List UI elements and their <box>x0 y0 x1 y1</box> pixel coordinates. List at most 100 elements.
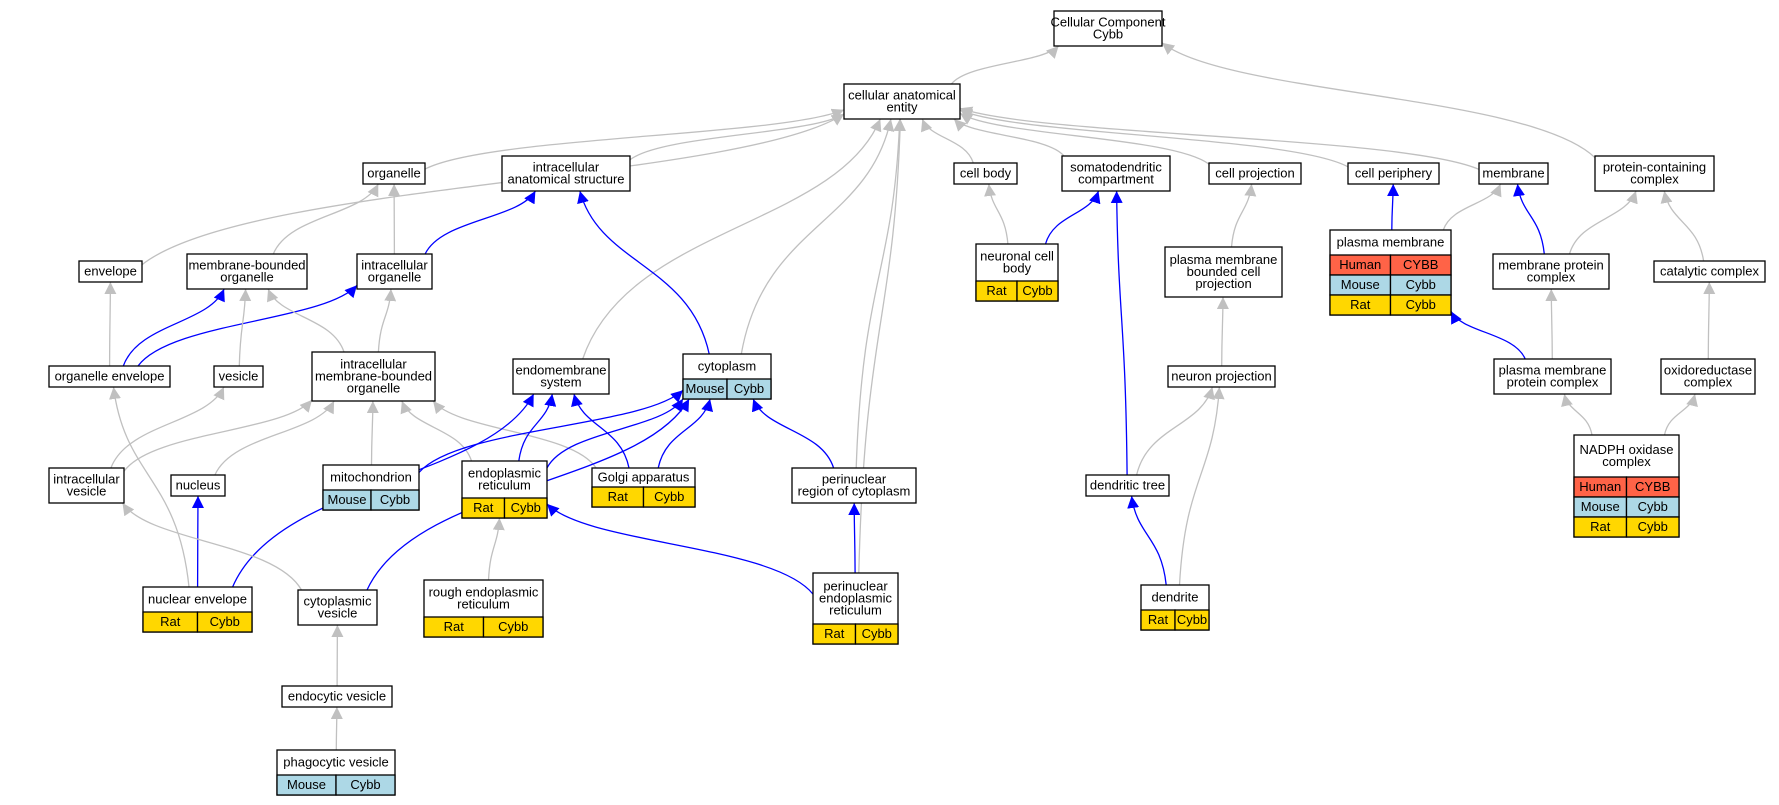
edge-prc-to-cytoplasm <box>751 398 835 469</box>
node-cell_body[interactable]: cell body <box>953 162 1018 185</box>
edge-pv-to-ev <box>330 706 343 751</box>
node-nucleus[interactable]: nucleus <box>170 474 226 497</box>
node-label: endomembrane <box>515 363 606 378</box>
gene-cell <box>482 616 544 638</box>
node-cell_projection[interactable]: cell projection <box>1208 162 1302 185</box>
node-dendritic_tree[interactable]: dendritic tree <box>1085 474 1170 497</box>
gene-cell <box>642 486 696 508</box>
edge-ias-to-cae <box>629 113 845 161</box>
node-label: dendritic tree <box>1090 478 1165 493</box>
node-box <box>78 260 143 283</box>
node-box <box>1492 253 1610 290</box>
node-label: Cybb <box>1093 27 1123 42</box>
edge-dendrite-to-dendritic_tree <box>1127 495 1167 586</box>
node-label: neuron projection <box>1171 369 1271 384</box>
edge-ncb-to-somatodendritic <box>1044 190 1101 245</box>
node-label: vesicle <box>219 369 259 384</box>
node-label: cytoplasm <box>698 359 757 374</box>
node-label: organelle <box>368 270 422 285</box>
node-label: entity <box>886 100 918 115</box>
node-box <box>1478 162 1549 185</box>
node-box <box>48 467 125 504</box>
node-organelle[interactable]: organelle <box>362 162 426 185</box>
node-box <box>297 589 378 626</box>
edge-organelle-to-cae <box>424 108 845 170</box>
gene-symbol-label: Cybb <box>350 777 380 792</box>
node-label: intracellular <box>533 160 600 175</box>
edge-pcc-to-cc_root <box>1161 42 1596 159</box>
gene-cell <box>854 623 899 645</box>
edge-cae-to-cc_root <box>950 45 1060 85</box>
node-neuron_projection[interactable]: neuron projection <box>1167 365 1276 388</box>
edge-oe-to-io <box>137 284 358 367</box>
node-label: cellular anatomical <box>848 88 956 103</box>
gene-symbol-label: Cybb <box>1406 297 1436 312</box>
node-box <box>48 365 171 388</box>
node-box <box>1594 155 1715 192</box>
node-cell_periphery[interactable]: cell periphery <box>1347 162 1440 185</box>
gene-symbol-label: Cybb <box>210 614 240 629</box>
species-rat-label: Rat <box>1590 519 1611 534</box>
node-label: vesicle <box>318 606 358 621</box>
node-catalytic[interactable]: catalytic complex <box>1653 260 1766 283</box>
gene-symbol-label: Cybb <box>1638 519 1668 534</box>
node-label: protein complex <box>1507 375 1599 390</box>
gene-cell <box>370 489 420 511</box>
node-label: membrane protein <box>1498 258 1604 273</box>
gene-cell <box>1389 294 1452 316</box>
node-box <box>1164 246 1283 298</box>
gene-cell <box>196 611 253 633</box>
gene-symbol-label: Cybb <box>1406 277 1436 292</box>
node-label: mitochondrion <box>330 470 412 485</box>
node-box <box>1660 358 1756 395</box>
gene-symbol-label: Cybb <box>1638 499 1668 514</box>
gene-symbol-label: Cybb <box>1022 283 1052 298</box>
gene-symbol-label: Cybb <box>862 626 892 641</box>
node-oe[interactable]: organelle envelope <box>48 365 171 388</box>
node-box <box>1061 155 1171 192</box>
node-vesicle[interactable]: vesicle <box>213 365 264 388</box>
species-mouse-label: Mouse <box>1581 499 1620 514</box>
node-label: Golgi apparatus <box>598 470 690 485</box>
node-box <box>311 351 436 402</box>
node-label: intracellular <box>361 258 428 273</box>
node-box <box>501 155 631 192</box>
node-membrane[interactable]: membrane <box>1478 162 1549 185</box>
node-ev[interactable]: endocytic vesicle <box>281 685 393 708</box>
species-rat-label: Rat <box>473 500 494 515</box>
node-box <box>170 474 226 497</box>
node-box <box>1167 365 1276 388</box>
species-rat-label: Rat <box>1350 297 1371 312</box>
node-label: intracellular <box>53 472 120 487</box>
node-envelope[interactable]: envelope <box>78 260 143 283</box>
node-label: projection <box>1195 276 1251 291</box>
